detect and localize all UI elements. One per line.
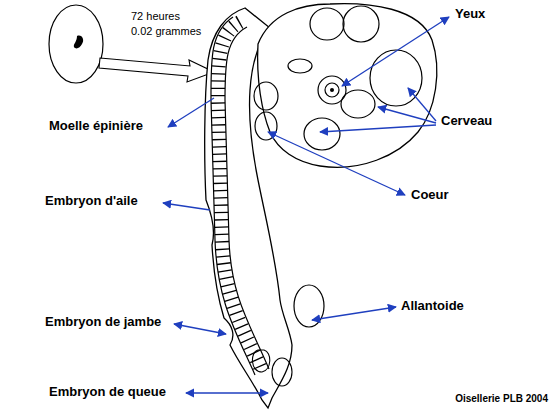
part-label: Allantoide [400,299,465,314]
part-label: Coeur [410,188,450,203]
leader-arrow [312,307,396,320]
neural-tube [225,27,269,369]
part-label: 72 heures [130,10,181,23]
tail-bud [272,358,292,386]
brain-vesicle [343,6,379,42]
eye-center [330,88,334,92]
brain-vesicle [310,8,344,40]
egg-outline [49,5,103,83]
tail-bud [252,350,269,372]
leader-arrow [378,107,436,123]
brain-vesicle [341,90,375,118]
part-label: 0.02 grammes [130,25,202,38]
heart [254,82,278,110]
brain-vesicle [370,50,422,106]
brain-vesicle [304,118,340,150]
zoom-arrow [99,58,214,82]
neural-tube [211,17,255,375]
allantois [294,285,324,327]
leader-arrow [320,125,436,132]
heart [255,112,277,140]
part-label: Embryon de jambe [44,315,162,330]
part-label: Yeux [454,7,486,22]
leader-arrow [186,392,268,393]
leader-arrow [174,324,226,334]
part-label: Moelle épinière [48,119,144,134]
somites [218,22,262,372]
eye [318,76,346,104]
part-label: Embryon de queue [48,385,167,400]
eye-lens [325,83,339,97]
embryo-spot [74,36,83,49]
head-outline [258,4,437,168]
part-label: Cerveau [440,114,493,129]
otic-vesicle [288,59,312,73]
leader-arrow [163,203,210,210]
leader-arrow [342,17,449,86]
part-label: Embryon d'aile [44,194,139,209]
leader-arrow [268,132,405,195]
leader-arrow [168,98,214,127]
watermark: Oisellerie PLB 2004 [454,393,549,405]
